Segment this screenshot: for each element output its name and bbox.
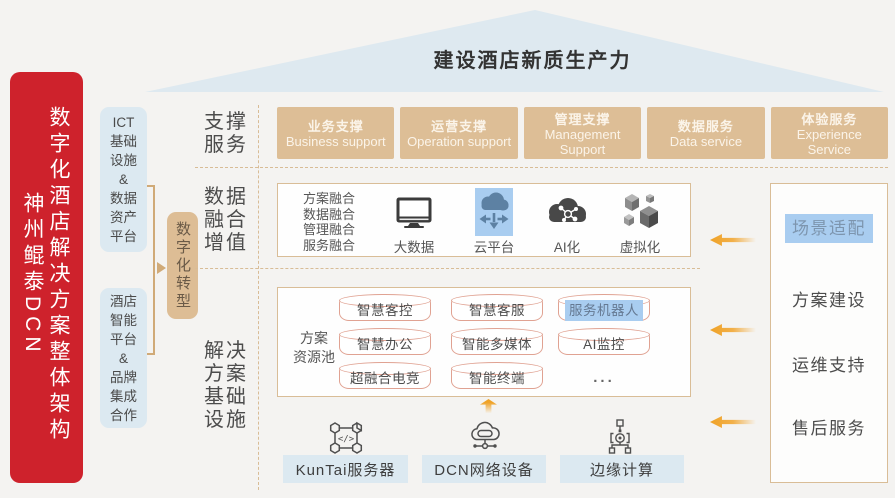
panel-item-solution-building: 方案建设 <box>792 291 866 310</box>
brand-banner: 数字化酒店解决方案整体架构 神州鲲泰DCN <box>10 72 83 483</box>
cylinder-smart-room-control: 智慧客控 <box>339 294 431 321</box>
support-box-en: Experience Service <box>796 127 862 157</box>
fusion-item-label: 虚拟化 <box>619 240 661 255</box>
right-service-panel: 场景适配 方案建设 运维支持 售后服务 <box>770 183 888 483</box>
data-fusion-box: 方案融合 数据融合 管理融合 服务融合 大数据 <box>277 183 691 257</box>
left-arrow-icon <box>710 324 756 336</box>
support-box-zh: 管理支撑 <box>554 112 611 127</box>
support-box-zh: 运营支撑 <box>431 119 488 135</box>
fusion-item-label: AI化 <box>553 240 581 255</box>
right-arrow-icon <box>157 262 166 274</box>
support-box-zh: 业务支撑 <box>307 119 364 135</box>
row-label-fusion: 数据 融合 增值 <box>204 186 248 254</box>
roof-title: 建设酒店新质生产力 <box>433 50 632 72</box>
fusion-item-cloud: 云平台 <box>457 188 531 255</box>
ai-cloud-icon <box>545 197 589 227</box>
support-box-operation: 运营支撑 Operation support <box>400 107 518 159</box>
support-box-en: Business support <box>285 134 386 150</box>
solution-pool-box: 方案 资源池 智慧客控 智慧客服 服务机器人 智慧办公 智能多媒体 AI监控 超… <box>277 287 691 397</box>
panel-item-ops-support: 运维支持 <box>792 356 866 375</box>
fusion-item-ai: AI化 <box>530 188 604 255</box>
banner-subtitle: 神州鲲泰DCN <box>21 192 44 357</box>
edge-computing-icon <box>608 419 632 454</box>
horizontal-dashed-divider-1 <box>195 167 888 168</box>
support-box-zh: 体验服务 <box>801 112 858 127</box>
vertical-dashed-divider <box>258 105 259 490</box>
cylinder-smart-service: 智慧客服 <box>451 294 543 321</box>
support-box-en: Data service <box>669 134 743 150</box>
fusion-item-bigdata: 大数据 <box>377 188 451 255</box>
platform-box-ict: ICT 基础 设施 & 数据 资产 平台 <box>100 107 147 252</box>
server-cluster-icon: </> <box>329 421 363 454</box>
infra-label-kuntai-server: KunTai服务器 <box>283 455 408 483</box>
left-arrow-icon <box>710 234 756 246</box>
support-box-experience: 体验服务 Experience Service <box>770 107 889 159</box>
panel-item-after-sales: 售后服务 <box>792 419 866 438</box>
fusion-list: 方案融合 数据融合 管理融合 服务融合 <box>302 191 355 253</box>
platform-box-hotel: 酒店 智能 平台 & 品牌 集成 合作 <box>100 288 147 428</box>
fusion-item-label: 云平台 <box>473 240 515 255</box>
row-label-solution: 解决 方案 基础 设施 <box>204 340 248 431</box>
up-arrow-icon <box>480 399 497 413</box>
row-label-support: 支撑 服务 <box>204 111 248 156</box>
banner-title: 数字化酒店解决方案整体架构 <box>47 106 70 444</box>
infra-label-edge-computing: 边缘计算 <box>560 455 684 483</box>
cylinder-ai-monitoring: AI监控 <box>558 328 650 355</box>
cloud-platform-icon <box>475 188 513 236</box>
cylinder-service-robot: 服务机器人 <box>558 294 650 321</box>
fusion-item-label: 大数据 <box>393 240 435 255</box>
cylinder-smart-multimedia: 智能多媒体 <box>451 328 543 355</box>
big-data-monitor-icon <box>396 197 432 228</box>
panel-item-scene-adaptation: 场景适配 <box>771 214 887 243</box>
infra-label-dcn-network: DCN网络设备 <box>422 455 546 483</box>
support-services-row: 业务支撑 Business support 运营支撑 Operation sup… <box>277 107 889 159</box>
support-box-en: Management Support <box>544 127 621 157</box>
network-device-icon <box>471 421 500 450</box>
cylinder-smart-terminal: 智能终端 <box>451 362 543 389</box>
horizontal-dashed-divider-2 <box>195 268 700 269</box>
fusion-item-virtualization: 虚拟化 <box>603 188 677 255</box>
support-box-management: 管理支撑 Management Support <box>523 107 642 159</box>
svg-text:</>: </> <box>338 435 355 445</box>
support-box-data: 数据服务 Data service <box>647 107 765 159</box>
more-ellipsis: ... <box>593 369 615 386</box>
left-arrow-icon <box>710 416 756 428</box>
support-box-business: 业务支撑 Business support <box>277 107 395 159</box>
transformation-box: 数字化转型 <box>167 212 198 319</box>
support-box-zh: 数据服务 <box>677 119 734 135</box>
roof-shape <box>145 10 884 92</box>
bracket-connector <box>147 185 155 355</box>
pool-label: 方案 资源池 <box>293 330 335 365</box>
support-box-en: Operation support <box>407 134 512 150</box>
cylinder-esports: 超融合电竞 <box>339 362 431 389</box>
cylinder-smart-office: 智慧办公 <box>339 328 431 355</box>
virtualization-cubes-icon <box>620 192 660 232</box>
